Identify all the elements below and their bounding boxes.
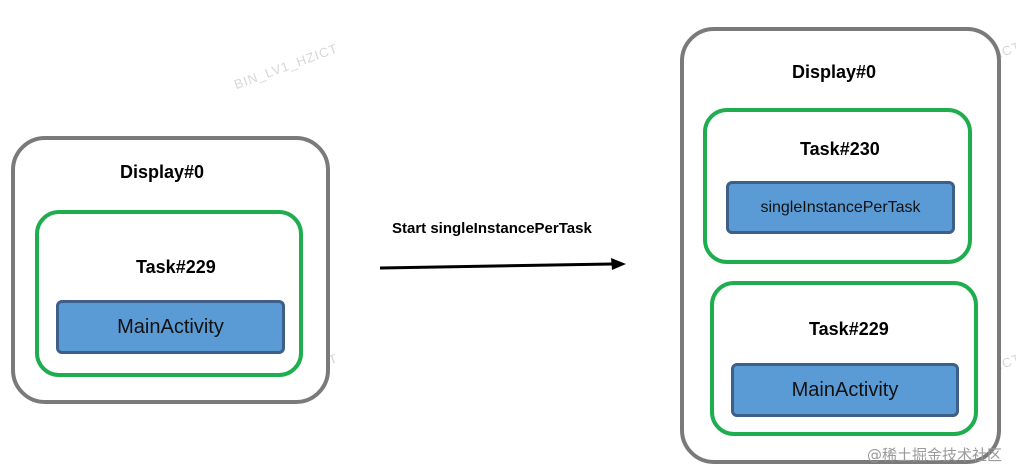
watermark-text: BIN_LV1_HZICT (232, 40, 341, 93)
right-activity-box-1: singleInstancePerTask (726, 181, 955, 234)
site-watermark: @稀土掘金技术社区 (866, 446, 1002, 464)
right-display-label: Display#0 (792, 62, 877, 82)
transition-label: Start singleInstancePerTask (392, 220, 592, 237)
right-task-label-2: Task#229 (809, 319, 889, 339)
left-activity-box: MainActivity (56, 300, 285, 354)
right-activity-box-2: MainActivity (731, 363, 959, 417)
right-task-label-1: Task#230 (800, 139, 880, 159)
left-display-label: Display#0 (120, 162, 205, 182)
left-task-label: Task#229 (136, 257, 216, 277)
transition-arrow (379, 258, 626, 270)
